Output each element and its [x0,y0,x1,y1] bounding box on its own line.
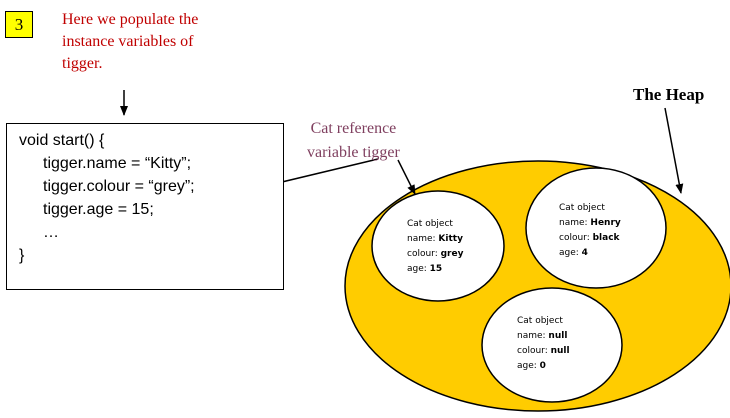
field-label: colour: [407,249,441,259]
code-line-method-signature: void start() { [19,132,105,149]
object-colour-field: colour: null [517,344,570,359]
step-caption: Here we populate the instance variables … [62,9,282,75]
cat-object-henry: Cat object name: Henry colour: black age… [559,201,621,261]
step-number: 3 [14,14,24,34]
cat-object-circle-kitty [371,190,505,302]
field-value: black [592,233,620,243]
object-title: Cat object [559,203,605,213]
field-label: name: [559,218,591,228]
object-name-field: name: Henry [559,216,621,231]
caption-line: Here we populate the [62,11,199,28]
object-title: Cat object [407,219,453,229]
field-label: age: [517,361,540,371]
field-label: age: [559,248,582,258]
field-label: age: [407,264,430,274]
heap-title-arrow [664,107,684,194]
field-label: colour: [559,233,593,243]
field-value: Kitty [438,234,463,244]
object-title: Cat object [517,316,563,326]
heap-title: The Heap [633,85,705,104]
cat-object-circle-null [481,287,623,403]
cat-object-null: Cat object name: null colour: null age: … [517,314,570,374]
cat-object-circle-henry [525,167,667,289]
reference-label-prefix: variable [307,144,363,161]
step-badge: 3 [5,11,33,38]
code-line-set-name: tigger.name = “Kitty”; [43,155,192,172]
code-line-ellipsis: … [43,224,59,241]
field-value: null [550,346,570,356]
code-line-set-age: tigger.age = 15; [43,201,154,218]
caption-line: instance variables of [62,33,194,50]
field-label: name: [407,234,439,244]
reference-variable-label: Cat reference variable tigger [307,117,400,165]
object-colour-field: colour: grey [407,247,463,262]
code-line-set-colour: tigger.colour = “grey”; [43,178,195,195]
reference-variable-name: tigger [362,144,400,161]
object-age-field: age: 0 [517,359,570,374]
object-colour-field: colour: black [559,231,621,246]
field-value: null [548,331,568,341]
reference-label-line1: Cat reference [310,120,397,137]
reference-label-line2: variable tigger [307,141,400,165]
object-name-field: name: Kitty [407,232,463,247]
cat-object-kitty: Cat object name: Kitty colour: grey age:… [407,217,463,277]
field-value: 15 [429,264,443,274]
object-age-field: age: 15 [407,262,463,277]
caption-line: tigger. [62,55,103,72]
object-age-field: age: 4 [559,246,621,261]
field-value: 4 [581,248,588,258]
field-value: Henry [590,218,621,228]
object-name-field: name: null [517,329,570,344]
code-line-close-brace: } [19,247,25,264]
field-label: name: [517,331,549,341]
code-box: void start() { tigger.name = “Kitty”; ti… [6,123,284,290]
field-value: 0 [539,361,546,371]
reference-to-object-arrow [397,159,416,195]
field-value: grey [440,249,464,259]
field-label: colour: [517,346,551,356]
